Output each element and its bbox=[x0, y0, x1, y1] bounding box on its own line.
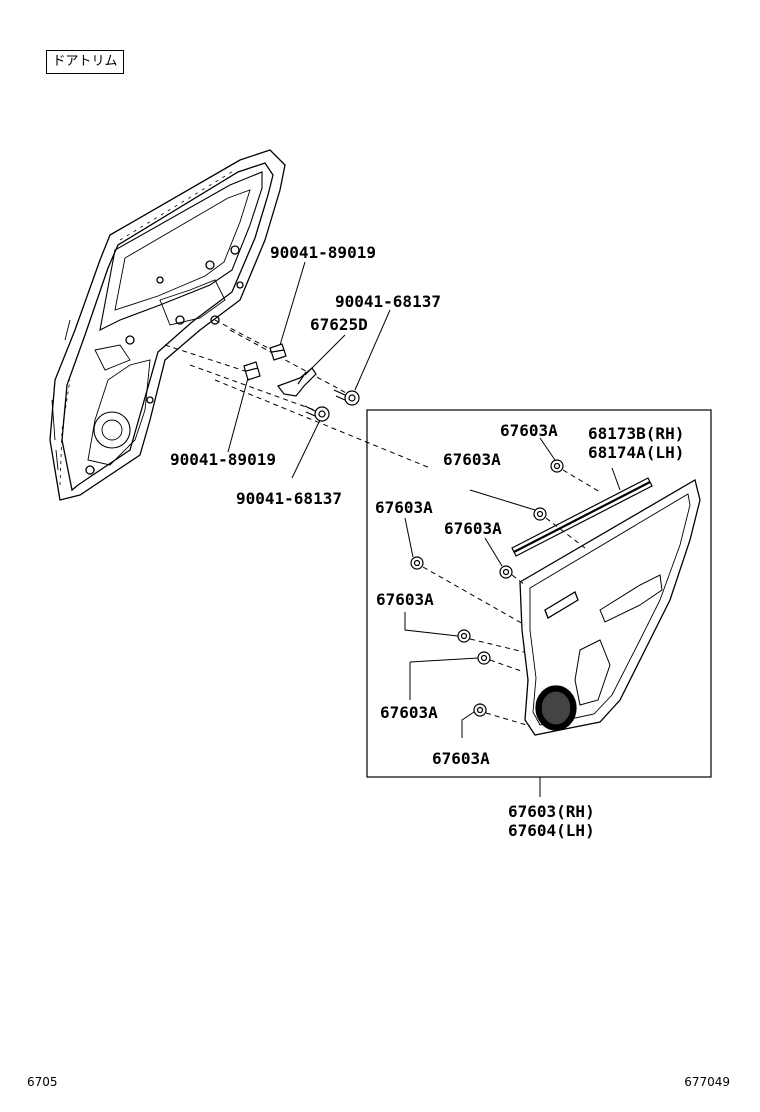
guide-lines-right bbox=[422, 469, 601, 727]
label-screw-upper: 90041-68137 bbox=[335, 292, 441, 311]
label-screw-lower: 90041-68137 bbox=[236, 489, 342, 508]
label-clip-lower: 90041-89019 bbox=[170, 450, 276, 469]
label-clip-a2: 67603A bbox=[443, 450, 501, 469]
label-bracket: 67625D bbox=[310, 315, 368, 334]
label-clip-a3: 67603A bbox=[375, 498, 433, 517]
label-clip-a4: 67603A bbox=[444, 519, 502, 538]
label-clip-a5: 67603A bbox=[376, 590, 434, 609]
label-weatherstrip-lh: 68174A(LH) bbox=[588, 443, 684, 462]
weatherstrip bbox=[511, 477, 653, 557]
label-clip-upper: 90041-89019 bbox=[270, 243, 376, 262]
guide-lines-left bbox=[164, 319, 431, 469]
label-clip-a7: 67603A bbox=[432, 749, 490, 768]
footer-figure-code: 677049 bbox=[684, 1075, 730, 1089]
section-title: ドアトリム bbox=[46, 50, 124, 74]
door-trim-panel bbox=[519, 479, 701, 736]
label-panel-rh: 67603(RH) bbox=[508, 802, 595, 821]
door-frame bbox=[49, 149, 286, 501]
clips-67603a bbox=[410, 459, 564, 717]
leader-lines-left bbox=[227, 261, 391, 479]
label-panel-lh: 67604(LH) bbox=[508, 821, 595, 840]
label-clip-a6: 67603A bbox=[380, 703, 438, 722]
small-parts bbox=[243, 343, 360, 422]
assembly-box bbox=[366, 409, 712, 778]
label-weatherstrip-rh: 68173B(RH) bbox=[588, 424, 684, 443]
leader-lines-right bbox=[404, 437, 556, 738]
weatherstrip-leader bbox=[611, 467, 621, 491]
footer-page-code: 6705 bbox=[27, 1075, 58, 1089]
label-clip-a1: 67603A bbox=[500, 421, 558, 440]
